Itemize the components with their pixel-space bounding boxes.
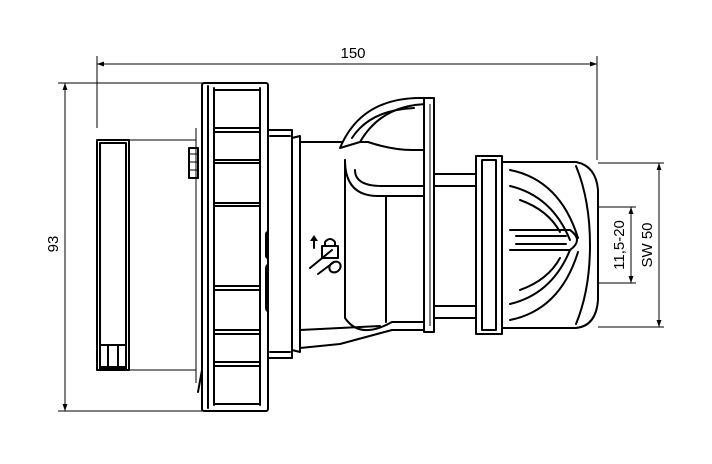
screwdriver-icon bbox=[309, 249, 342, 275]
collar bbox=[267, 129, 301, 359]
plug-body bbox=[299, 141, 427, 349]
coupling-ring bbox=[197, 82, 283, 412]
padlock-icon bbox=[321, 238, 339, 259]
arrow-up-icon bbox=[310, 235, 318, 249]
dimension-label-height: 93 bbox=[45, 236, 62, 253]
gland-nut bbox=[475, 155, 599, 335]
dimension-overall-length: 150 bbox=[96, 45, 598, 160]
dimension-label-length: 150 bbox=[340, 45, 365, 62]
dimension-overall-height: 93 bbox=[45, 82, 218, 412]
dimension-wrench-size: SW 50 bbox=[598, 162, 664, 328]
dimension-label-cable: 11,5-20 bbox=[611, 220, 628, 270]
plug-front-face bbox=[96, 128, 199, 383]
neck bbox=[433, 173, 477, 319]
dimension-label-wrench: SW 50 bbox=[639, 222, 656, 267]
